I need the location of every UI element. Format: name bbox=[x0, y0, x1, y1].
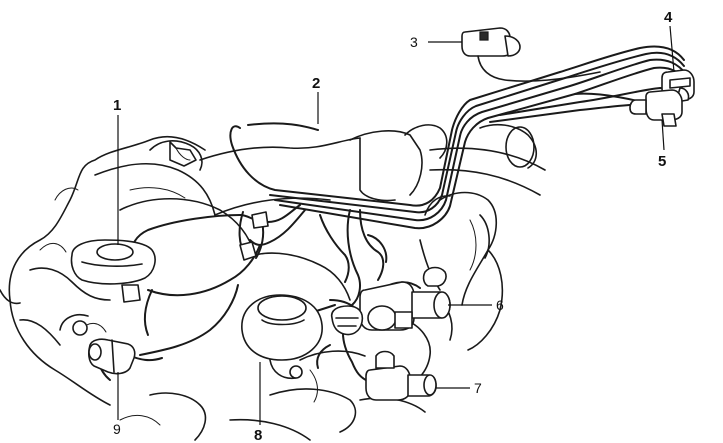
leader-lines bbox=[117, 25, 675, 425]
callout-4: 4 bbox=[664, 9, 673, 26]
callout-6: 6 bbox=[496, 297, 504, 313]
engine-block-outline bbox=[0, 123, 546, 441]
hose-harness bbox=[229, 45, 687, 230]
callout-2: 2 bbox=[312, 75, 320, 92]
callout-5: 5 bbox=[658, 153, 666, 170]
callout-3: 3 bbox=[410, 34, 418, 50]
callout-7: 7 bbox=[474, 380, 482, 396]
part-8-egr-valve bbox=[241, 294, 323, 380]
part-5-vacuum-solenoid bbox=[629, 89, 683, 127]
leader-5 bbox=[661, 119, 665, 151]
part-9-fitting bbox=[88, 338, 136, 375]
callout-8: 8 bbox=[254, 427, 262, 443]
part-3-connector bbox=[461, 27, 601, 82]
callout-9: 9 bbox=[113, 421, 121, 437]
part-1-vacuum-actuator bbox=[59, 239, 156, 336]
callout-1: 1 bbox=[113, 97, 121, 114]
part-6-vacuum-switching-valve bbox=[359, 266, 451, 331]
callout-labels: 1 2 3 4 5 6 7 8 9 bbox=[113, 9, 673, 443]
hose-junction-fitting bbox=[239, 211, 364, 336]
part-7-vacuum-valve bbox=[365, 350, 437, 401]
leader-4 bbox=[669, 25, 675, 73]
